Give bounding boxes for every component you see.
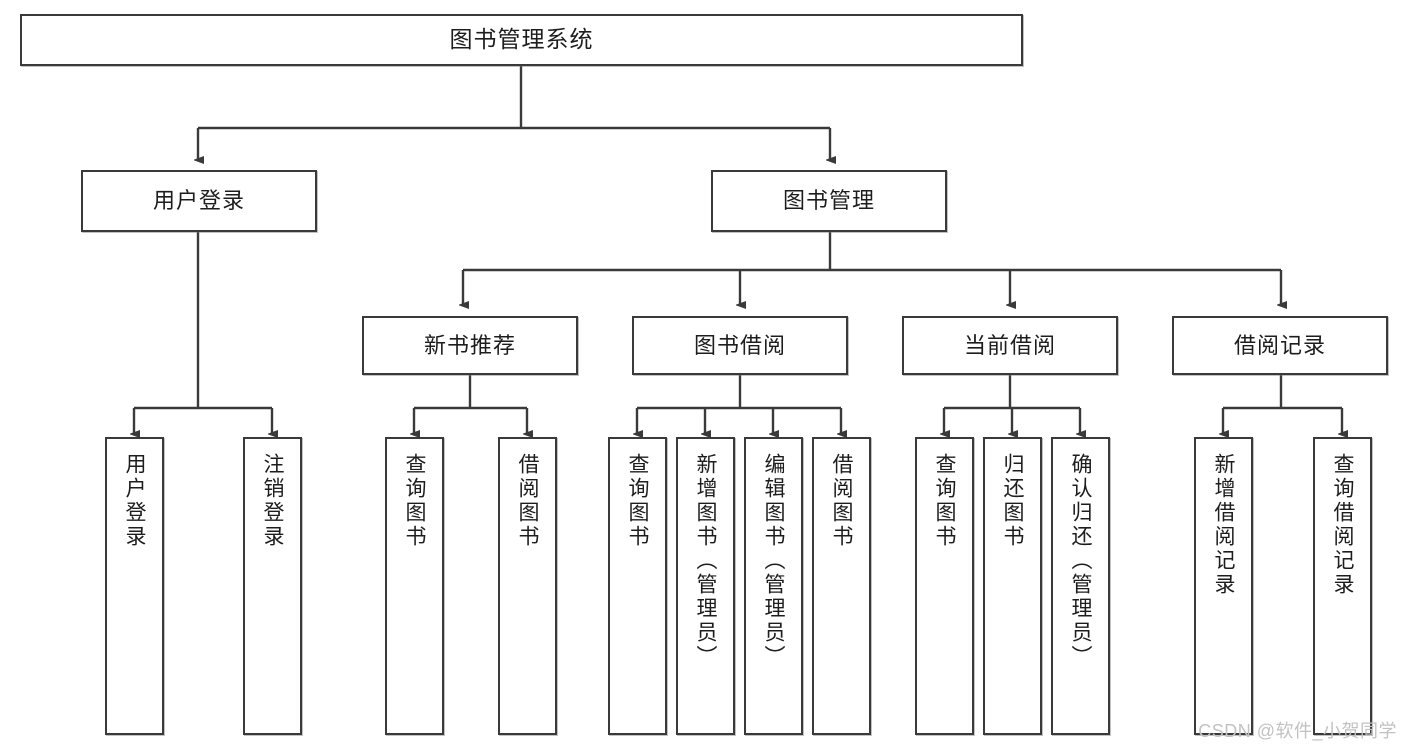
node-leaf-query-book-current-label: 查询图书 [933, 453, 956, 549]
node-book-borrow-label: 图书借阅 [693, 332, 786, 358]
node-leaf-user-login[interactable]: 用户登录 [105, 437, 164, 735]
node-leaf-return-book[interactable]: 归还图书 [983, 437, 1042, 735]
node-leaf-query-book-recommend-label: 查询图书 [403, 453, 426, 549]
node-leaf-confirm-return-admin[interactable]: 确认归还（管理员） [1051, 437, 1110, 735]
node-leaf-edit-book-admin-label: 编辑图书（管理员） [762, 453, 785, 669]
node-leaf-return-book-label: 归还图书 [1001, 453, 1024, 549]
node-book-borrow[interactable]: 图书借阅 [632, 316, 848, 375]
node-new-book-recommend[interactable]: 新书推荐 [362, 316, 578, 375]
node-leaf-query-book-borrow-label: 查询图书 [626, 453, 649, 549]
node-leaf-borrow-book-label: 借阅图书 [830, 453, 853, 549]
node-leaf-query-book-recommend[interactable]: 查询图书 [385, 437, 444, 735]
node-leaf-logout[interactable]: 注销登录 [243, 437, 302, 735]
node-leaf-user-login-label: 用户登录 [123, 453, 146, 549]
node-borrow-records[interactable]: 借阅记录 [1172, 316, 1388, 375]
node-leaf-add-borrow-record-label: 新增借阅记录 [1212, 453, 1235, 597]
node-current-borrow-label: 当前借阅 [963, 332, 1056, 358]
node-root[interactable]: 图书管理系统 [20, 14, 1023, 66]
node-leaf-edit-book-admin[interactable]: 编辑图书（管理员） [744, 437, 803, 735]
node-leaf-query-book-current[interactable]: 查询图书 [915, 437, 974, 735]
node-leaf-borrow-book-recommend-label: 借阅图书 [516, 453, 539, 549]
node-borrow-records-label: 借阅记录 [1233, 332, 1326, 358]
node-leaf-borrow-book-recommend[interactable]: 借阅图书 [498, 437, 557, 735]
node-new-book-recommend-label: 新书推荐 [423, 332, 516, 358]
node-leaf-query-book-borrow[interactable]: 查询图书 [608, 437, 667, 735]
node-leaf-confirm-return-admin-label: 确认归还（管理员） [1069, 453, 1092, 669]
node-root-label: 图书管理系统 [449, 26, 594, 53]
node-leaf-borrow-book[interactable]: 借阅图书 [812, 437, 871, 735]
node-leaf-add-book-admin-label: 新增图书（管理员） [694, 453, 717, 669]
node-user-login-label: 用户登录 [152, 188, 245, 214]
node-leaf-query-borrow-record-label: 查询借阅记录 [1331, 453, 1354, 597]
node-current-borrow[interactable]: 当前借阅 [902, 316, 1118, 375]
node-leaf-logout-label: 注销登录 [261, 453, 284, 549]
node-book-management-label: 图书管理 [782, 188, 875, 214]
node-user-login[interactable]: 用户登录 [81, 170, 317, 232]
node-leaf-query-borrow-record[interactable]: 查询借阅记录 [1313, 437, 1372, 735]
node-leaf-add-book-admin[interactable]: 新增图书（管理员） [676, 437, 735, 735]
node-book-management[interactable]: 图书管理 [711, 170, 947, 232]
watermark: CSDN @软件_小贺同学 [1198, 721, 1397, 741]
node-leaf-add-borrow-record[interactable]: 新增借阅记录 [1194, 437, 1253, 735]
